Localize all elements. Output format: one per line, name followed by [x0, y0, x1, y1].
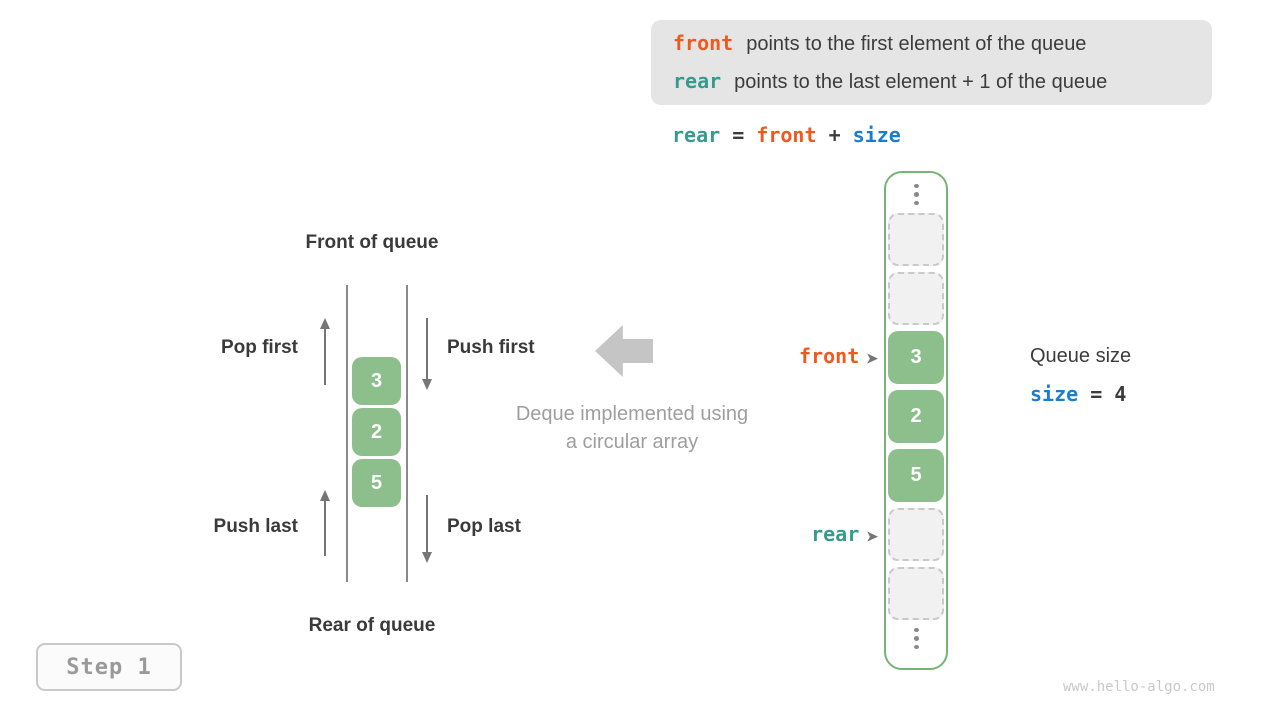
push-first-label: Push first	[447, 337, 535, 358]
size-eq: =	[1090, 382, 1103, 406]
legend-front-text: points to the first element of the queue	[746, 32, 1087, 55]
formula-rear: rear	[672, 123, 721, 147]
front-pointer-arrow-icon: ➤	[866, 350, 878, 366]
left-arrow-icon	[595, 325, 653, 377]
legend-line-front: front points to the first element of the …	[673, 27, 1212, 61]
channel-line-left	[346, 285, 348, 582]
step-badge: Step 1	[36, 643, 182, 691]
pop-first-label: Pop first	[220, 337, 298, 358]
circular-array-column: 3 2 5	[884, 171, 948, 670]
watermark: www.hello-algo.com	[1063, 679, 1215, 695]
array-cell-value: 5	[888, 449, 944, 502]
channel-line-right	[406, 285, 408, 582]
deque-value-cell: 2	[352, 408, 401, 456]
rear-of-queue-label: Rear of queue	[308, 615, 436, 636]
legend-line-rear: rear points to the last element + 1 of th…	[673, 65, 1212, 99]
formula: rear = front + size	[672, 123, 901, 147]
array-cell-value: 2	[888, 390, 944, 443]
size-keyword: size	[1030, 382, 1079, 406]
array-cell-empty	[888, 508, 944, 561]
deque-value-cell: 3	[352, 357, 401, 405]
queue-size-value: size = 4	[1030, 382, 1126, 406]
array-cell-empty	[888, 567, 944, 620]
legend-rear-text: points to the last element + 1 of the qu…	[734, 70, 1108, 93]
push-first-arrow-icon	[422, 318, 432, 390]
formula-front: front	[756, 123, 817, 147]
legend-box: front points to the first element of the …	[651, 20, 1212, 105]
formula-size: size	[852, 123, 901, 147]
pop-last-arrow-icon	[422, 495, 432, 563]
formula-plus: +	[828, 123, 841, 147]
array-cell-value: 3	[888, 331, 944, 384]
formula-eq: =	[732, 123, 745, 147]
rear-keyword: rear	[673, 68, 722, 93]
push-last-label: Push last	[213, 516, 298, 537]
pop-first-arrow-icon	[320, 318, 330, 385]
array-cell-empty	[888, 213, 944, 266]
front-pointer-label: front	[799, 344, 860, 368]
rear-pointer: rear ➤	[760, 522, 878, 546]
rear-pointer-label: rear	[811, 522, 860, 546]
ellipsis-icon	[913, 626, 919, 651]
push-last-arrow-icon	[320, 490, 330, 556]
front-of-queue-label: Front of queue	[305, 232, 439, 253]
front-pointer: front ➤	[760, 344, 878, 368]
queue-size-title: Queue size	[1030, 345, 1132, 367]
front-keyword: front	[673, 30, 734, 55]
rear-pointer-arrow-icon: ➤	[866, 528, 878, 544]
array-cell-empty	[888, 272, 944, 325]
caption-line-1: Deque implemented using	[515, 403, 749, 425]
pop-last-label: Pop last	[447, 516, 521, 537]
size-number: 4	[1114, 382, 1127, 406]
deque-value-cell: 5	[352, 459, 401, 507]
caption: Deque implemented using a circular array	[482, 400, 782, 456]
ellipsis-icon	[913, 182, 919, 207]
caption-line-2: a circular array	[565, 431, 699, 453]
